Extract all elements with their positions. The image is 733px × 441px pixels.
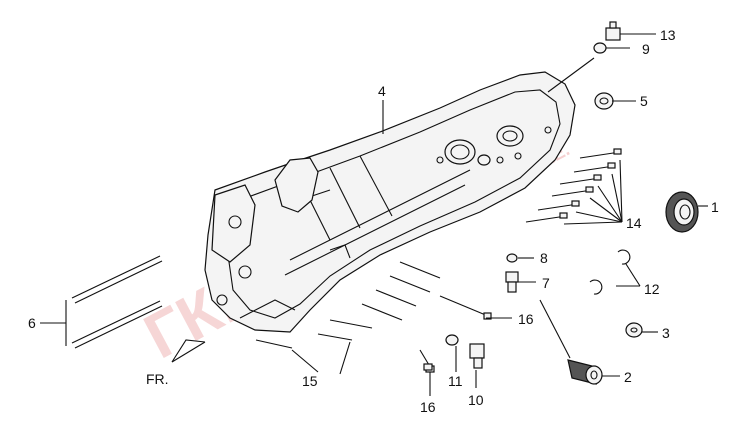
crankcase-cover	[204, 71, 576, 333]
part-12-clips	[589, 249, 631, 295]
callout-7: 7	[542, 275, 550, 291]
callout-9: 9	[642, 41, 650, 57]
callout-2: 2	[624, 369, 632, 385]
callout-12: 12	[644, 281, 660, 297]
part-2-damper	[567, 359, 603, 385]
part-11-washer	[445, 334, 459, 346]
part-9-washer	[593, 42, 607, 54]
callout-16-lower: 16	[420, 399, 436, 415]
callout-14: 14	[626, 215, 642, 231]
callout-10: 10	[468, 392, 484, 408]
part-13-bolt	[605, 21, 621, 41]
callout-11: 11	[448, 373, 463, 389]
callout-16-upper: 16	[518, 311, 534, 327]
callout-3: 3	[662, 325, 670, 341]
part-1-oil-seal	[665, 191, 699, 233]
part-7-plug	[505, 271, 519, 293]
part-16-bolt	[423, 363, 433, 371]
part-10-bolt	[469, 343, 485, 369]
callout-4: 4	[378, 83, 386, 99]
cover-bolts	[255, 148, 622, 373]
front-direction-arrow-icon	[171, 339, 206, 363]
part-5-bushing	[594, 92, 614, 110]
callout-8: 8	[540, 250, 548, 266]
direction-label: FR.	[146, 371, 169, 387]
long-studs	[71, 255, 163, 349]
callout-1: 1	[711, 199, 719, 215]
callout-15: 15	[302, 373, 318, 389]
callout-6: 6	[28, 315, 36, 331]
leader-lines	[40, 33, 708, 396]
callout-13: 13	[660, 27, 676, 43]
part-3-bushing	[625, 322, 643, 338]
part-8-washer	[506, 253, 518, 263]
callout-5: 5	[640, 93, 648, 109]
